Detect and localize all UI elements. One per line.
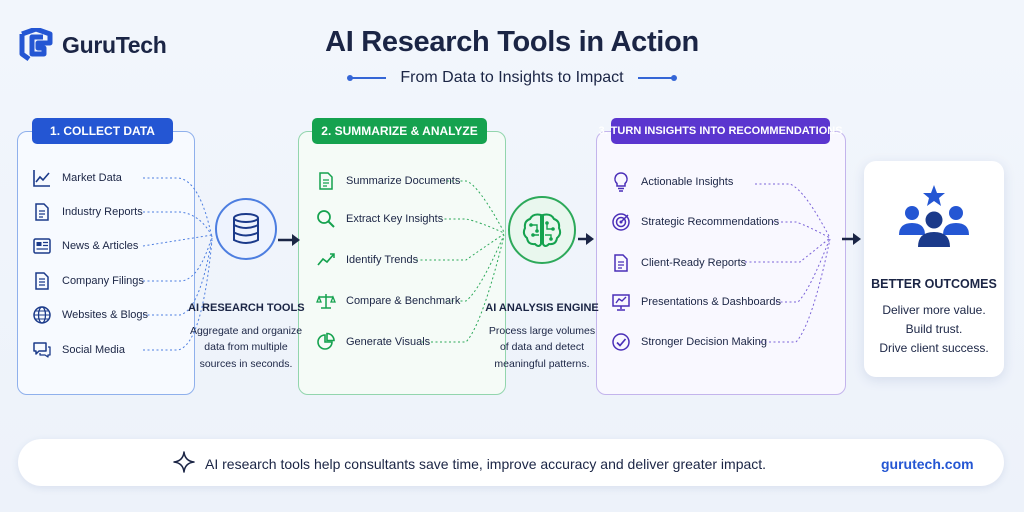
magnifier-icon	[317, 210, 335, 228]
presentation-icon	[612, 294, 630, 311]
list-item: Stronger Decision Making	[611, 332, 767, 352]
footer-tagline: AI research tools help consultants save …	[205, 456, 767, 472]
list-item: Generate Visuals	[316, 332, 430, 352]
stage-1-badge: 1. COLLECT DATA	[32, 118, 173, 144]
list-item: Compare & Benchmark	[316, 291, 460, 311]
guru-g-logo-icon	[19, 28, 53, 62]
list-item: Strategic Recommendations	[611, 212, 779, 232]
list-item: Market Data	[32, 168, 122, 188]
report-icon	[614, 254, 628, 272]
list-item: Extract Key Insights	[316, 209, 443, 229]
stage-3-badge: 3. TURN INSIGHTS INTO RECOMMENDATIONS	[598, 118, 843, 144]
document-icon	[35, 203, 49, 221]
filing-icon	[35, 272, 49, 290]
trend-line-icon	[317, 253, 335, 266]
outcome-title: BETTER OUTCOMES	[871, 277, 997, 291]
list-item: Social Media	[32, 340, 125, 360]
list-item: Client-Ready Reports	[611, 253, 746, 273]
stage-2-badge: 2. SUMMARIZE & ANALYZE	[312, 118, 487, 144]
chat-bubbles-icon	[33, 342, 51, 358]
page-subtitle: From Data to Insights to Impact	[400, 69, 624, 86]
check-circle-icon	[612, 333, 630, 351]
engine-2-desc: Process large volumes of data and detect…	[488, 325, 596, 370]
outcome-line: Deliver more value.	[882, 303, 986, 317]
subtitle-row: From Data to Insights to Impact	[0, 69, 1024, 87]
ai-analysis-engine-node	[508, 196, 576, 264]
list-item: Company Filings	[32, 271, 144, 291]
list-item: Actionable Insights	[611, 171, 733, 193]
sparkle-icon	[173, 451, 195, 473]
database-icon	[233, 213, 259, 244]
brand-logo[interactable]: GuruTech	[18, 28, 167, 62]
list-item: Industry Reports	[32, 202, 143, 222]
list-item: Summarize Documents	[316, 171, 460, 191]
target-icon	[612, 213, 630, 231]
brand-name: GuruTech	[62, 31, 167, 58]
page-title: AI Research Tools in Action	[325, 26, 699, 58]
balance-scale-icon	[316, 294, 336, 309]
subtitle-rule-left	[347, 75, 387, 81]
newspaper-icon	[33, 238, 51, 254]
trend-line-icon	[33, 170, 50, 187]
document-lines-icon	[319, 172, 333, 190]
globe-icon	[33, 306, 51, 324]
engine-1-desc: Aggregate and organize data from multipl…	[189, 325, 303, 370]
team-star-icon	[899, 185, 969, 247]
outcome-line: Build trust.	[905, 322, 963, 336]
list-item: Websites & Blogs	[32, 305, 148, 325]
engine-1-title: AI RESEARCH TOOLS	[188, 302, 305, 314]
subtitle-rule-right	[637, 75, 677, 81]
ai-brain-icon	[522, 213, 562, 247]
footer-bar	[18, 439, 1004, 486]
outcome-line: Drive client success.	[879, 341, 989, 355]
pie-chart-icon	[317, 332, 335, 350]
engine-2-title: AI ANALYSIS ENGINE	[485, 302, 599, 314]
list-item: Presentations & Dashboards	[611, 292, 781, 312]
ai-research-tools-node	[215, 198, 277, 260]
list-item: Identify Trends	[316, 250, 418, 270]
list-item: News & Articles	[32, 236, 138, 256]
website-link[interactable]: gurutech.com	[881, 456, 974, 472]
lightbulb-icon	[614, 172, 628, 192]
